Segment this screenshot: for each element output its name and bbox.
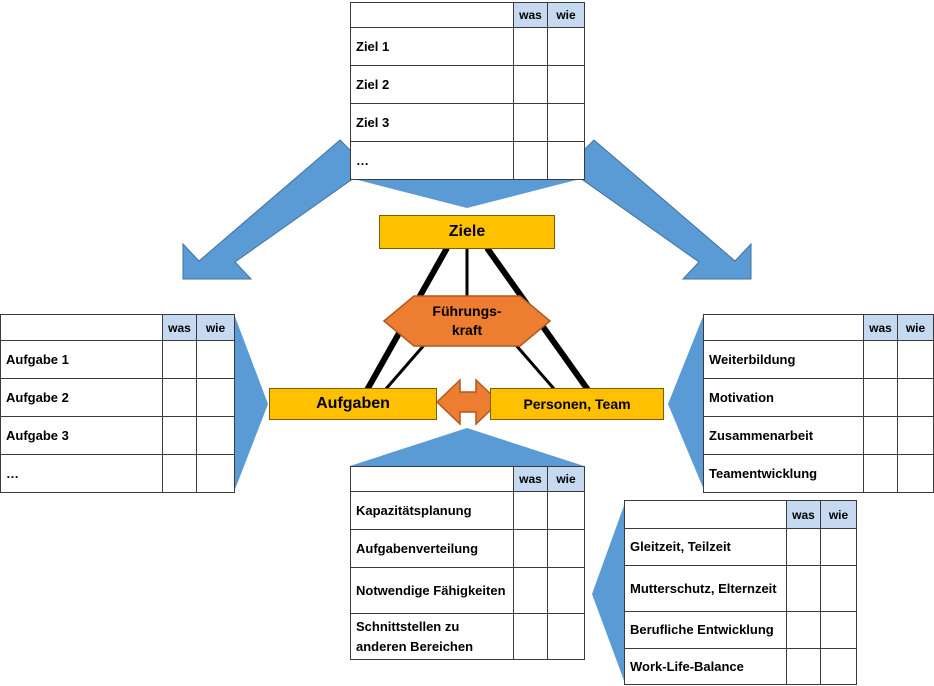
was-cell [786, 648, 821, 685]
pointer-personen-details [592, 500, 626, 686]
personen-box: Personen, Team [490, 388, 664, 420]
pointer-ziele [350, 178, 584, 208]
row-label: … [0, 454, 163, 493]
wie-cell [820, 528, 857, 566]
wie-cell [547, 529, 585, 568]
was-cell [513, 491, 548, 530]
header-blank [703, 314, 864, 341]
col-header-was: was [513, 466, 548, 492]
row-label: Weiterbildung [703, 340, 864, 379]
aufgaben-box: Aufgaben [269, 388, 437, 420]
row-label: Gleitzeit, Teilzeit [624, 528, 787, 566]
row-label: Ziel 2 [350, 65, 514, 104]
wie-cell [897, 416, 934, 455]
col-header-wie: wie [547, 2, 585, 28]
wie-cell [547, 65, 585, 104]
edge-fuehrung-aufgaben [383, 343, 427, 391]
was-cell [863, 378, 898, 417]
was-cell [162, 378, 197, 417]
was-cell [513, 567, 548, 614]
was-cell [863, 454, 898, 493]
wie-cell [820, 565, 857, 612]
col-header-was: was [513, 2, 548, 28]
fuehrungskraft-line2: kraft [451, 322, 483, 338]
fuehrungskraft-hexagon [382, 295, 552, 347]
wie-cell [196, 378, 235, 417]
wie-cell [547, 103, 585, 142]
row-label: Aufgabe 3 [0, 416, 163, 455]
wie-cell [547, 567, 585, 614]
was-cell [786, 611, 821, 649]
row-label: Ziel 1 [350, 27, 514, 66]
pointer-aufgaben [234, 314, 268, 492]
aufgaben-details-table: was wie Kapazitätsplanung Aufgabenvertei… [350, 466, 585, 660]
header-blank [350, 2, 514, 28]
row-label: Aufgabe 1 [0, 340, 163, 379]
row-label: Schnittstellen zu anderen Bereichen [350, 613, 514, 660]
row-label: Teamentwicklung [703, 454, 864, 493]
personen-table: was wie Weiterbildung Motivation Zusamme… [703, 314, 934, 493]
was-cell [513, 65, 548, 104]
personen-details-table: was wie Gleitzeit, Teilzeit Mutterschutz… [624, 500, 857, 685]
edge-fuehrung-personen [513, 343, 557, 391]
was-cell [786, 565, 821, 612]
col-header-was: was [863, 314, 898, 341]
row-label: Aufgabe 2 [0, 378, 163, 417]
pointer-aufgaben-details [350, 428, 584, 466]
row-label: Aufgabenverteilung [350, 529, 514, 568]
row-label: Berufliche Entwicklung [624, 611, 787, 649]
was-cell [513, 529, 548, 568]
ziele-box: Ziele [379, 215, 555, 249]
fuehrungskraft-label: Führungs- kraft [414, 302, 520, 340]
fuehrungskraft-line1: Führungs- [432, 303, 502, 319]
row-label: Work-Life-Balance [624, 648, 787, 685]
wie-cell [547, 613, 585, 660]
arrow-to-aufgaben [182, 139, 369, 280]
was-cell [513, 613, 548, 660]
arrow-to-personen [565, 139, 752, 280]
was-cell [162, 454, 197, 493]
row-label: Motivation [703, 378, 864, 417]
col-header-wie: wie [547, 466, 585, 492]
col-header-wie: wie [897, 314, 934, 341]
was-cell [162, 340, 197, 379]
was-cell [162, 416, 197, 455]
wie-cell [196, 340, 235, 379]
wie-cell [547, 27, 585, 66]
wie-cell [820, 648, 857, 685]
header-blank [350, 466, 514, 492]
wie-cell [897, 340, 934, 379]
wie-cell [897, 454, 934, 493]
row-label: Mutterschutz, Elternzeit [624, 565, 787, 612]
was-cell [863, 340, 898, 379]
wie-cell [547, 141, 585, 180]
col-header-was: was [786, 500, 821, 529]
was-cell [513, 27, 548, 66]
row-label: Zusammenarbeit [703, 416, 864, 455]
row-label: Ziel 3 [350, 103, 514, 142]
wie-cell [820, 611, 857, 649]
col-header-was: was [162, 314, 197, 341]
wie-cell [196, 454, 235, 493]
was-cell [513, 103, 548, 142]
row-label: Kapazitätsplanung [350, 491, 514, 530]
wie-cell [897, 378, 934, 417]
pointer-personen [668, 314, 704, 490]
aufgaben-table: was wie Aufgabe 1 Aufgabe 2 Aufgabe 3 … [0, 314, 235, 493]
wie-cell [547, 491, 585, 530]
row-label: … [350, 141, 514, 180]
wie-cell [196, 416, 235, 455]
was-cell [786, 528, 821, 566]
was-cell [863, 416, 898, 455]
row-label: Notwendige Fähigkeiten [350, 567, 514, 614]
was-cell [513, 141, 548, 180]
col-header-wie: wie [196, 314, 235, 341]
header-blank [624, 500, 787, 529]
header-blank [0, 314, 163, 341]
col-header-wie: wie [820, 500, 857, 529]
ziele-table: was wie Ziel 1 Ziel 2 Ziel 3 … [350, 2, 585, 180]
